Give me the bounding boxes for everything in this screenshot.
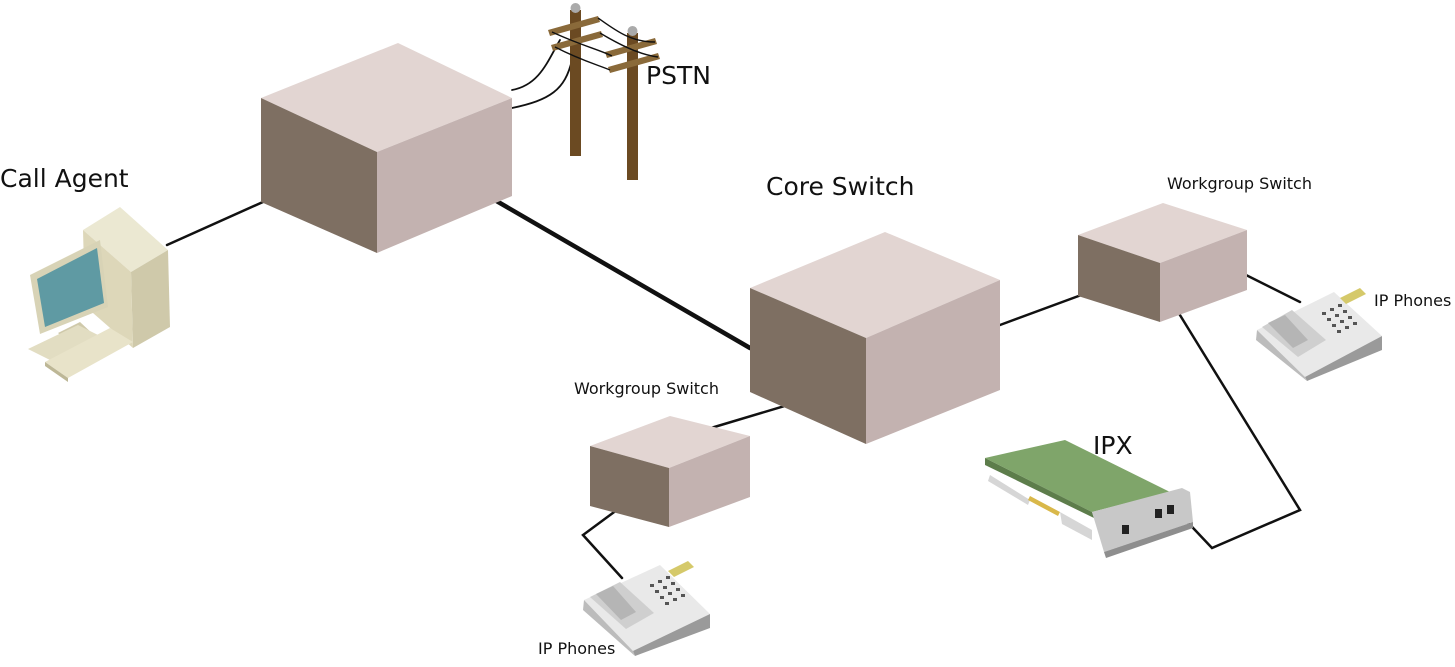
ipx-label: IPX <box>1093 431 1133 460</box>
core-switch-box <box>750 232 1000 444</box>
ip-phones-bottom-label: IP Phones <box>538 639 616 658</box>
telephone-icon <box>1256 288 1382 381</box>
link-server-to-pstn-2 <box>511 59 573 109</box>
pstn-label: PSTN <box>646 61 711 90</box>
workgroup-switch-right-box <box>1078 203 1247 322</box>
computer-icon <box>28 207 170 382</box>
workgroup-switch-left-box <box>590 416 750 527</box>
workgroup-switch-left-label: Workgroup Switch <box>574 379 719 398</box>
link-workgroup-left-to-phone <box>581 502 627 580</box>
workgroup-switch-right-label: Workgroup Switch <box>1167 174 1312 193</box>
utility-pole-icon <box>548 3 660 180</box>
call-agent-label: Call Agent <box>0 164 129 193</box>
server-box <box>261 43 512 253</box>
core-switch-label: Core Switch <box>766 172 915 201</box>
telephone-icon <box>583 561 710 656</box>
network-card-icon <box>985 440 1193 558</box>
link-workgroup-right-to-ipx <box>1173 305 1302 550</box>
ip-phones-right-label: IP Phones <box>1374 291 1452 310</box>
